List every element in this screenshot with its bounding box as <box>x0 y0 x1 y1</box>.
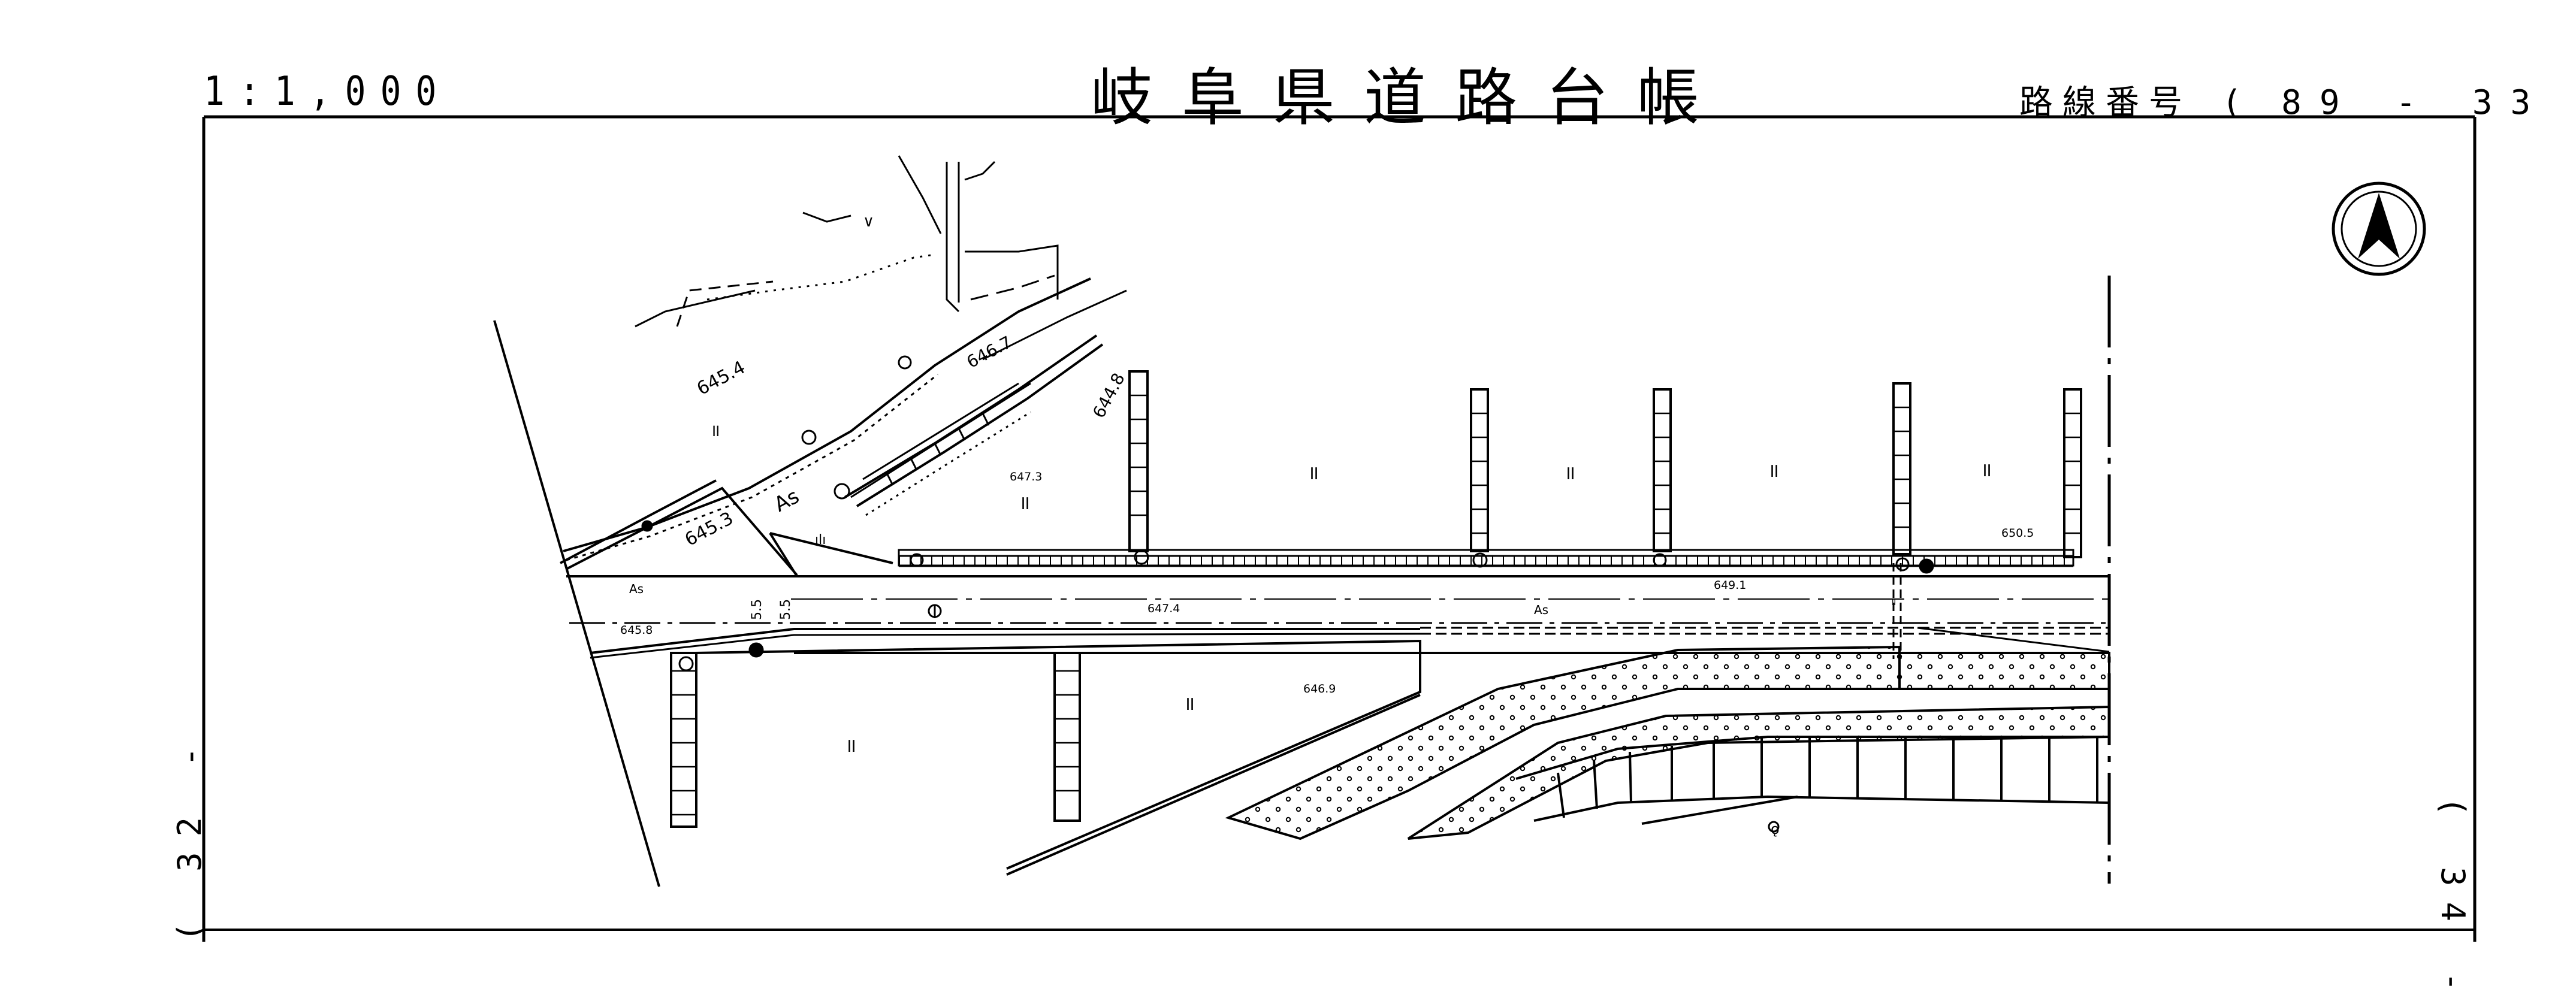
vertical-walls <box>670 370 2082 828</box>
scale-label: 1:1,000 <box>204 67 451 115</box>
land-symbol: ॥ <box>1768 459 1779 482</box>
land-symbol: ॥ <box>1891 596 1896 607</box>
lane-width: 5.5 <box>750 599 765 620</box>
field-boundary <box>635 155 1059 328</box>
dotted-slope <box>1225 645 2110 840</box>
left-boundary <box>493 320 893 887</box>
main-road <box>566 575 2109 659</box>
road-map: 645.4 645.3 646.7 644.8 647.3 650.5 649.… <box>202 115 2477 942</box>
land-symbol: ॥ <box>845 734 856 757</box>
land-symbol: ॥ <box>710 421 720 440</box>
elevation-label: 647.3 <box>1010 470 1042 483</box>
land-symbol: ॥ <box>1019 491 1030 514</box>
land-symbol: ॥ <box>1183 692 1195 715</box>
lane-width-labels: 5.5 5.5 <box>750 599 793 620</box>
misc-symbol: ∨ <box>863 213 874 231</box>
elevation-label: 645.3 <box>681 508 736 551</box>
elevation-label: 645.8 <box>620 624 653 637</box>
misc-symbol: ılı <box>815 533 826 548</box>
surface-label: As <box>770 484 803 517</box>
land-symbols: ॥ ॥ ॥ ॥ ॥ ॥ ॥ ॥ ॥ <box>710 421 1992 757</box>
north-curb <box>898 549 2074 567</box>
surface-label: As <box>629 582 644 596</box>
misc-symbol: ǫ <box>1771 821 1780 837</box>
misc-symbols: ılı ∨ ǫ <box>815 213 1780 837</box>
elevation-label: 646.7 <box>964 332 1015 372</box>
land-symbol: ॥ <box>1980 458 1992 481</box>
north-arrow-icon <box>2332 182 2426 276</box>
land-symbol: ॥ <box>1564 461 1575 484</box>
elevation-label: 644.8 <box>1089 370 1129 421</box>
lane-width: 5.5 <box>778 599 793 620</box>
road-crossing <box>1892 563 2110 659</box>
elevation-label: 650.5 <box>2001 527 2034 540</box>
utility-markers <box>678 549 1934 833</box>
surface-label: As <box>1534 603 1548 617</box>
land-symbol: ॥ <box>1307 461 1319 484</box>
elevation-label: 649.1 <box>1714 579 1746 592</box>
retaining-wall-diagonal <box>850 382 1031 498</box>
elevation-label: 647.4 <box>1147 602 1180 615</box>
ditch <box>1515 736 2110 825</box>
south-field <box>694 639 1421 876</box>
wall-hatching <box>671 394 2081 816</box>
diagonal-street <box>563 277 1127 561</box>
page-title: 岐阜県道路台帳 <box>1091 61 1729 134</box>
sheet-frame <box>202 115 2477 942</box>
elevation-label: 646.9 <box>1303 682 1336 695</box>
elevation-labels: 645.4 645.3 646.7 644.8 647.3 650.5 649.… <box>620 332 2034 695</box>
elevation-label: 645.4 <box>693 357 748 400</box>
